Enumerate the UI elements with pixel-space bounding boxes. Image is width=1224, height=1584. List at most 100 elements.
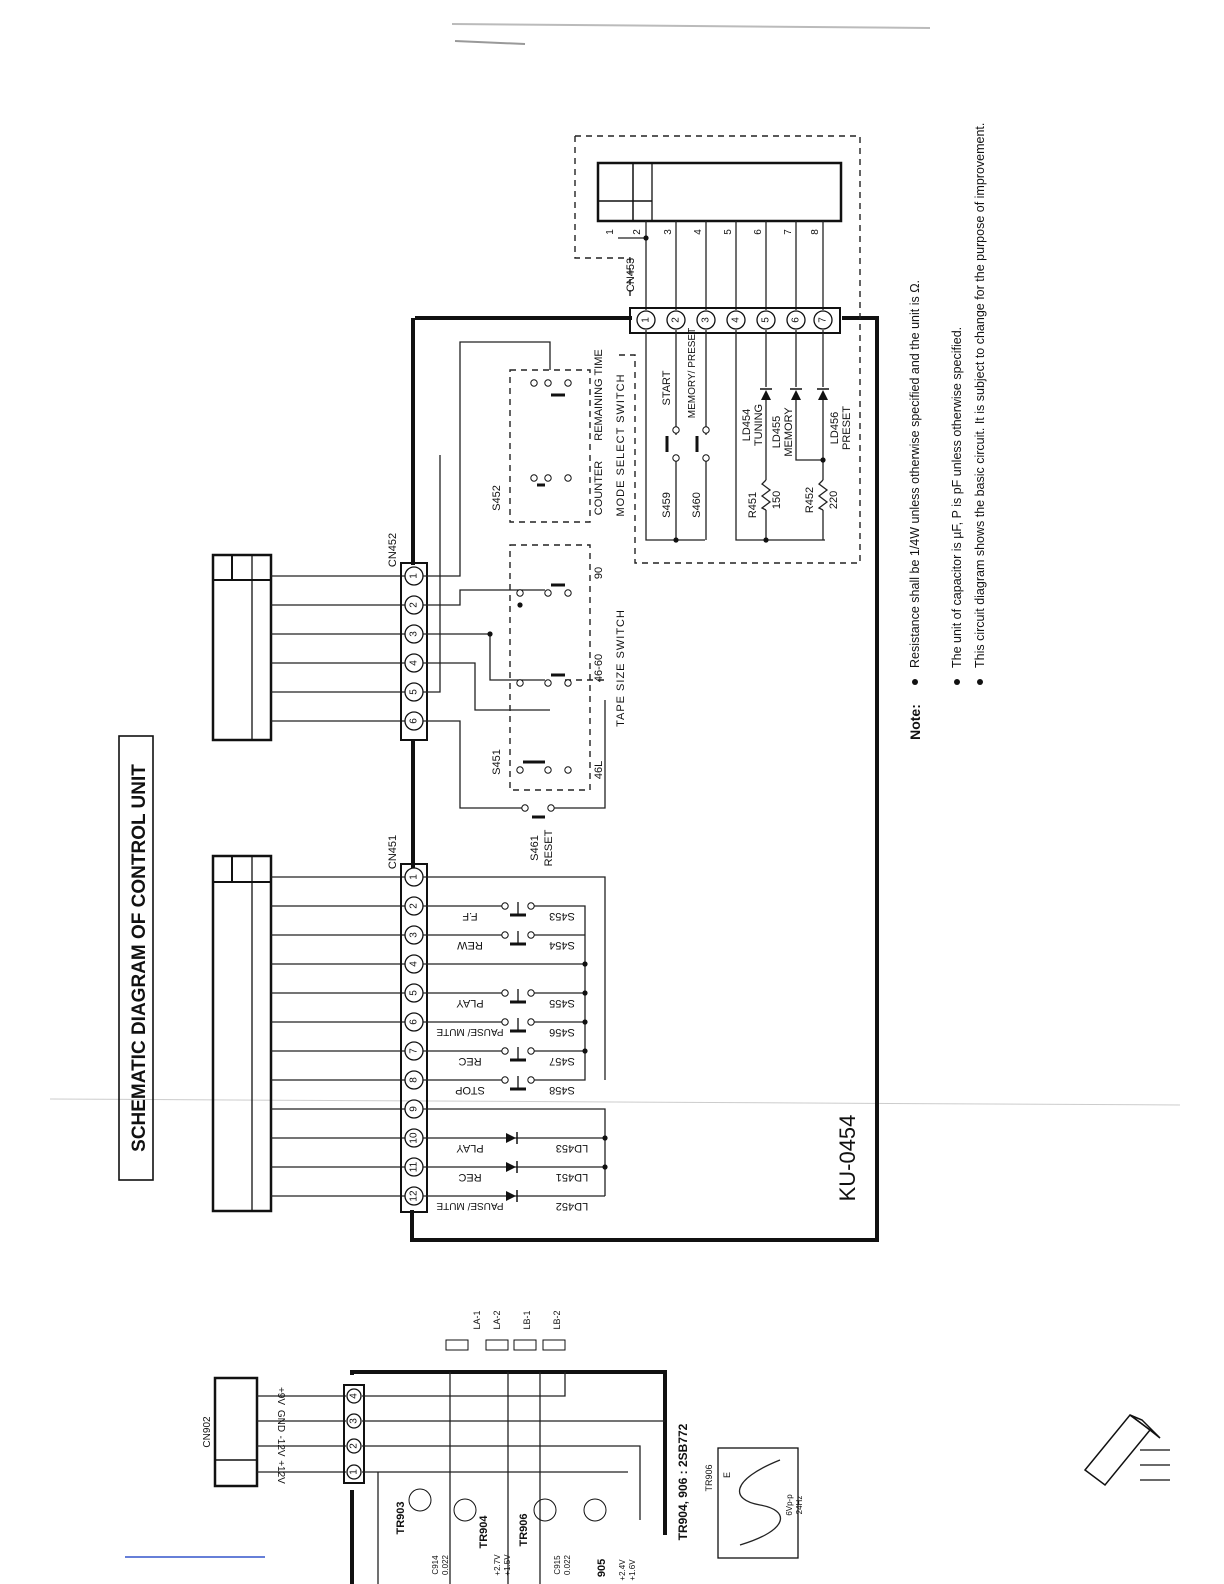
- svg-text:+1.5V: +1.5V: [503, 1554, 512, 1576]
- s454-ref: S454: [549, 939, 575, 951]
- svg-text:LA-1: LA-1: [472, 1310, 482, 1329]
- ld451-func: REC: [458, 1171, 481, 1183]
- svg-text:12: 12: [409, 1190, 420, 1202]
- svg-text:1: 1: [409, 573, 420, 579]
- svg-text:+2.7V: +2.7V: [493, 1554, 502, 1576]
- svg-text:TR903: TR903: [395, 1501, 407, 1534]
- main-board: SCHEMATIC DIAGRAM OF CONTROL UNIT KU-045…: [118, 123, 987, 1242]
- cn453-section-outline: [574, 135, 861, 564]
- cn453-header: [629, 307, 841, 334]
- transistors: TR903 TR904 TR906 905: [395, 1488, 608, 1577]
- caps-and-voltages: C914 0.022 C915 0.022 +2.7V +1.5V +2.4V …: [431, 1554, 637, 1581]
- ld453-func: PLAY: [456, 1142, 484, 1154]
- svg-text:E: E: [722, 1472, 732, 1478]
- cn451-wires: [271, 876, 405, 1197]
- cn453-pins: 1 2 3 4 5 6 7: [636, 310, 833, 330]
- svg-text:LA-2: LA-2: [492, 1310, 502, 1329]
- svg-text:LB-1: LB-1: [522, 1310, 532, 1329]
- svg-text:6: 6: [409, 1019, 420, 1025]
- ld451-ref: LD451: [556, 1171, 588, 1183]
- note-2: The unit of capacitor is µF, P is pF unl…: [950, 327, 964, 668]
- pin-gnd: GND: [275, 1410, 286, 1432]
- tape-pos-90: 90: [593, 567, 605, 579]
- svg-text:905: 905: [596, 1559, 608, 1577]
- component-sketch: [1083, 1413, 1170, 1487]
- svg-text:TR906: TR906: [518, 1513, 530, 1546]
- part-note: TR904, 906 : 2SB772: [676, 1423, 690, 1540]
- cn451-plug: [211, 854, 273, 1213]
- ld453-ref: LD453: [556, 1142, 588, 1154]
- s457-ref: S457: [549, 1055, 575, 1067]
- ld456-func: PRESET: [841, 406, 853, 450]
- cn451-label: CN451: [387, 835, 399, 869]
- svg-text:+2.4V: +2.4V: [618, 1559, 627, 1581]
- tape-size-label: TAPE SIZE SWITCH: [615, 609, 627, 727]
- svg-text:2: 2: [632, 229, 643, 235]
- svg-text:8: 8: [409, 1077, 420, 1083]
- cn452-wires: [271, 575, 405, 722]
- s451-contacts: [516, 583, 572, 774]
- scan-marks: [49, 23, 1181, 1558]
- svg-text:5: 5: [409, 689, 420, 695]
- s455-func: PLAY: [456, 997, 484, 1009]
- svg-text:3: 3: [701, 317, 712, 323]
- svg-text:6: 6: [753, 229, 764, 235]
- notes-label: Note:: [907, 704, 923, 740]
- svg-text:C915: C915: [553, 1555, 562, 1575]
- cn452-pins: 1 2 3 4 5 6: [404, 566, 424, 731]
- svg-text:8: 8: [810, 229, 821, 235]
- s461-ref: S461: [529, 835, 541, 861]
- cn452-label: CN452: [387, 533, 399, 567]
- svg-text:5: 5: [723, 229, 734, 235]
- cn451-header: [400, 863, 428, 1213]
- svg-text:TR906: TR906: [704, 1464, 714, 1491]
- reset-switch: [521, 700, 606, 819]
- s452-ref: S452: [491, 485, 503, 511]
- s459-func: START: [661, 370, 673, 405]
- svg-text:7: 7: [818, 317, 829, 323]
- cn453-remote-plug: [596, 161, 843, 223]
- coils: LA-1 LA-2 LB-1 LB-2: [445, 1310, 566, 1351]
- ld455-func: MEMORY: [783, 407, 795, 457]
- svg-text:+1.6V: +1.6V: [628, 1559, 637, 1581]
- mode-pos-remaining: REMAINING TIME: [593, 349, 605, 440]
- s452-contacts: [530, 379, 572, 487]
- s460-ref: S460: [691, 492, 703, 518]
- svg-text:6: 6: [409, 718, 420, 724]
- ld456-ref: LD456: [829, 412, 841, 444]
- s458-func: STOP: [455, 1084, 485, 1096]
- cn451-switch-labels: F.F S453 REW S454 PLAY S455 PAUSE/ MUTE …: [436, 910, 575, 1096]
- s455-ref: S455: [549, 997, 575, 1009]
- svg-text:4: 4: [409, 961, 420, 967]
- cn453-label: CN453: [625, 258, 637, 292]
- mode-select-label: MODE SELECT SWITCH: [615, 373, 627, 516]
- pin-9v: +9V: [275, 1387, 286, 1405]
- cn451-led-labels: PLAY LD453 REC LD451 PAUSE/ MUTE LD452: [436, 1142, 588, 1212]
- svg-text:3: 3: [663, 229, 674, 235]
- s459-ref: S459: [661, 492, 673, 518]
- svg-text:9: 9: [409, 1106, 420, 1112]
- svg-text:6: 6: [791, 317, 802, 323]
- svg-text:1: 1: [409, 874, 420, 880]
- svg-text:5: 5: [761, 317, 772, 323]
- cn453-remote-pin-labels: 1 2 3 4 5 6 7 8: [605, 229, 821, 235]
- note-1: Resistance shall be 1/4W unless otherwis…: [908, 280, 922, 668]
- cn453-wires: [618, 221, 824, 310]
- svg-text:4: 4: [731, 317, 742, 323]
- svg-text:2: 2: [671, 317, 682, 323]
- page-title: SCHEMATIC DIAGRAM OF CONTROL UNIT: [129, 764, 150, 1152]
- svg-text:6Vp-p: 6Vp-p: [785, 1494, 794, 1516]
- power-section: CN902 +12V -12V GND +9V 1 2 3 4 LA-1 L: [202, 1310, 1170, 1584]
- r452-ref: R452: [804, 487, 816, 513]
- svg-text:TR904: TR904: [478, 1515, 490, 1549]
- svg-text:1: 1: [641, 317, 652, 323]
- cn902-label: CN902: [202, 1416, 213, 1448]
- svg-text:7: 7: [409, 1048, 420, 1054]
- ld455-ref: LD455: [771, 416, 783, 448]
- cn451-pins: 1 2 3 4 5 6 7 8 9 10 11 12: [404, 867, 424, 1206]
- r452-value: 220: [828, 491, 840, 509]
- svg-text:1: 1: [605, 229, 616, 235]
- s456-func: PAUSE/ MUTE: [436, 1026, 503, 1037]
- pin-12v: +12V: [275, 1460, 286, 1484]
